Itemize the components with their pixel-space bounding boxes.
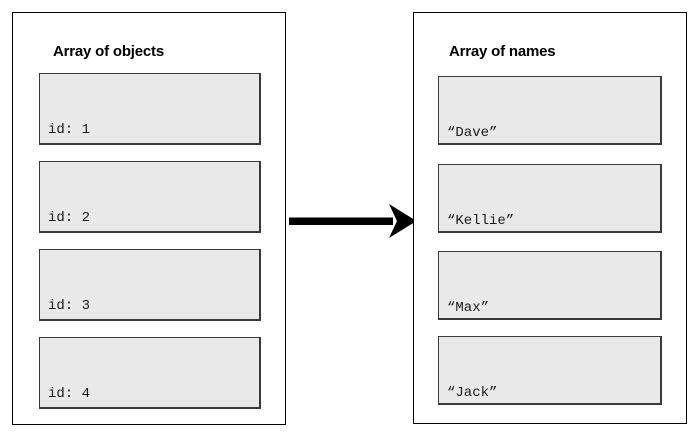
object-box: id: 4 name: “Jack” age: 12 [39,337,261,409]
name-box: “Jack” [438,336,662,405]
object-id-line: id: 4 [48,386,91,402]
name-value-line: “Max” [447,300,490,316]
array-of-objects-panel: Array of objects id: 1 name: “Dave” age:… [12,12,286,425]
right-panel-title: Array of names [449,43,556,60]
name-box: “Kellie” [438,164,662,233]
object-id-line: id: 2 [48,210,91,226]
name-value-line: “Jack” [447,385,498,401]
object-id-line: id: 3 [48,298,91,314]
name-box: “Dave” [438,76,662,145]
object-box: id: 3 name: “Max” age: 12 [39,249,261,321]
name-value-line: “Kellie” [447,213,515,229]
object-box: id: 1 name: “Dave” age: 50 [39,73,261,145]
array-of-names-panel: Array of names “Dave” “Kellie” “Max” “Ja… [413,12,687,424]
object-id-line: id: 1 [48,122,91,138]
arrow-right-icon [289,204,417,238]
name-value-line: “Dave” [447,125,498,141]
left-panel-title: Array of objects [53,43,164,60]
object-box: id: 2 name: “Kellie” age: 42 [39,161,261,233]
name-box: “Max” [438,251,662,320]
